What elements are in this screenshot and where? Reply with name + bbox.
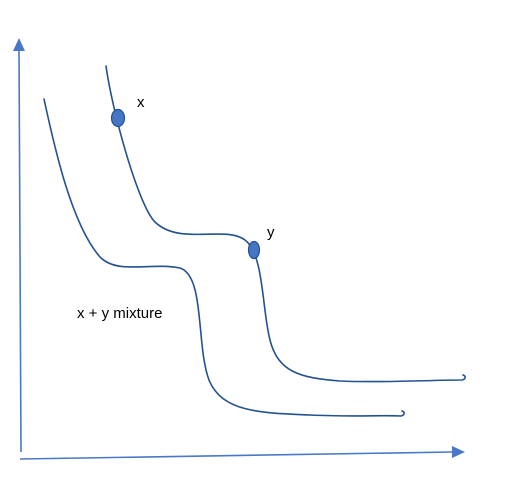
label-y: y [267, 224, 275, 241]
y-axis-line [18, 49, 22, 453]
x-axis-line [19, 451, 453, 460]
x-axis [19, 446, 465, 460]
label-x: x [137, 94, 145, 111]
x-axis-arrowhead [452, 446, 465, 458]
label-mixture: x + y mixture [77, 305, 162, 322]
y-axis [13, 38, 25, 453]
point-y-marker [247, 240, 261, 260]
y-axis-arrowhead [13, 38, 25, 51]
point-x-marker [110, 108, 126, 128]
pure-component-curve [105, 65, 466, 383]
mixture-curve [43, 98, 405, 417]
